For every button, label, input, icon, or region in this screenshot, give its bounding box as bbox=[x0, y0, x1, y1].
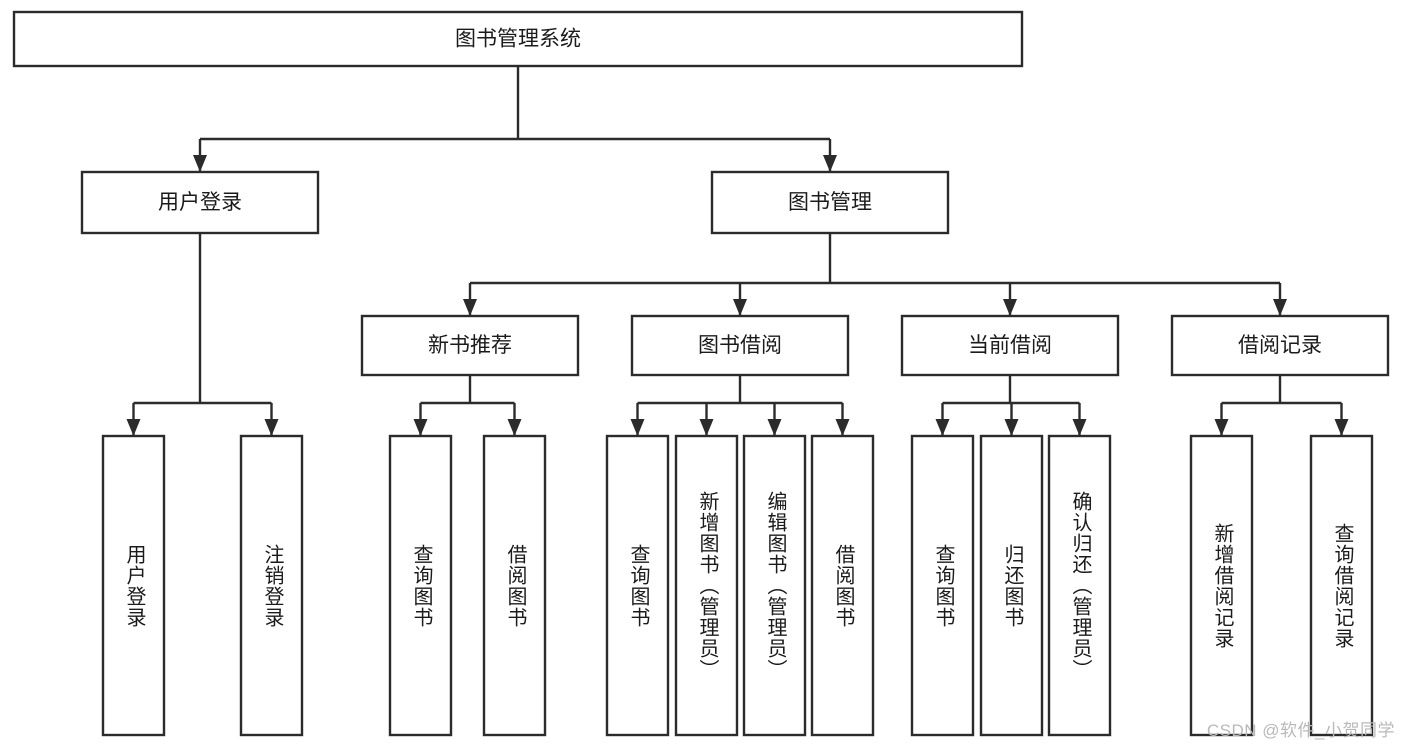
node-label-current-borrow: 当前借阅 bbox=[968, 334, 1052, 357]
node-label-new-book-recommend: 新书推荐 bbox=[428, 334, 512, 357]
box-layer bbox=[12, 10, 1390, 737]
arrow-head bbox=[1003, 299, 1017, 316]
arrow-head bbox=[733, 299, 747, 316]
watermark: CSDN @软件_小贺同学 bbox=[1206, 721, 1395, 740]
arrow-head bbox=[823, 155, 837, 172]
node-label-borrow-record: 借阅记录 bbox=[1238, 334, 1322, 357]
node-box-leaf-user-logout[interactable] bbox=[239, 434, 304, 737]
node-box-book-borrow[interactable] bbox=[630, 314, 850, 377]
arrow-head bbox=[767, 419, 782, 436]
node-box-leaf-rec-borrow-book[interactable] bbox=[482, 434, 547, 737]
arrow-head bbox=[1004, 419, 1019, 436]
arrow-head bbox=[463, 299, 477, 316]
node-box-leaf-borrow-borrow-book[interactable] bbox=[810, 434, 875, 737]
arrow-head bbox=[1334, 419, 1349, 436]
node-box-leaf-current-query-book[interactable] bbox=[910, 434, 975, 737]
node-box-new-book-recommend[interactable] bbox=[360, 314, 580, 377]
arrow-head bbox=[1072, 419, 1087, 436]
node-label-root: 图书管理系统 bbox=[455, 28, 581, 51]
node-box-leaf-rec-query-book[interactable] bbox=[388, 434, 453, 737]
node-label-book-manage: 图书管理 bbox=[788, 191, 872, 214]
node-box-leaf-user-login[interactable] bbox=[101, 434, 166, 737]
arrow-head bbox=[1273, 299, 1287, 316]
arrow-head bbox=[935, 419, 950, 436]
connector-layer bbox=[126, 66, 1349, 436]
node-box-leaf-borrow-edit-book[interactable] bbox=[742, 434, 807, 737]
arrow-head bbox=[630, 419, 645, 436]
node-box-user-login[interactable] bbox=[80, 170, 320, 235]
node-box-leaf-current-confirm-return[interactable] bbox=[1047, 434, 1112, 737]
arrow-head bbox=[193, 155, 207, 172]
arrow-head bbox=[264, 419, 279, 436]
node-box-leaf-record-add[interactable] bbox=[1189, 434, 1254, 737]
arrow-head bbox=[1214, 419, 1229, 436]
node-box-root[interactable] bbox=[12, 10, 1024, 68]
node-box-book-manage[interactable] bbox=[710, 170, 950, 235]
node-box-leaf-borrow-add-book[interactable] bbox=[674, 434, 739, 737]
node-box-current-borrow[interactable] bbox=[900, 314, 1120, 377]
node-box-leaf-record-query[interactable] bbox=[1309, 434, 1374, 737]
arrow-head bbox=[413, 419, 428, 436]
node-box-leaf-current-return-book[interactable] bbox=[979, 434, 1044, 737]
node-label-book-borrow: 图书借阅 bbox=[698, 334, 782, 357]
node-box-borrow-record[interactable] bbox=[1170, 314, 1390, 377]
node-label-user-login: 用户登录 bbox=[158, 191, 242, 214]
arrow-head bbox=[126, 419, 141, 436]
arrow-head bbox=[699, 419, 714, 436]
arrow-head bbox=[507, 419, 522, 436]
node-box-leaf-borrow-query-book[interactable] bbox=[605, 434, 670, 737]
arrow-head bbox=[835, 419, 850, 436]
